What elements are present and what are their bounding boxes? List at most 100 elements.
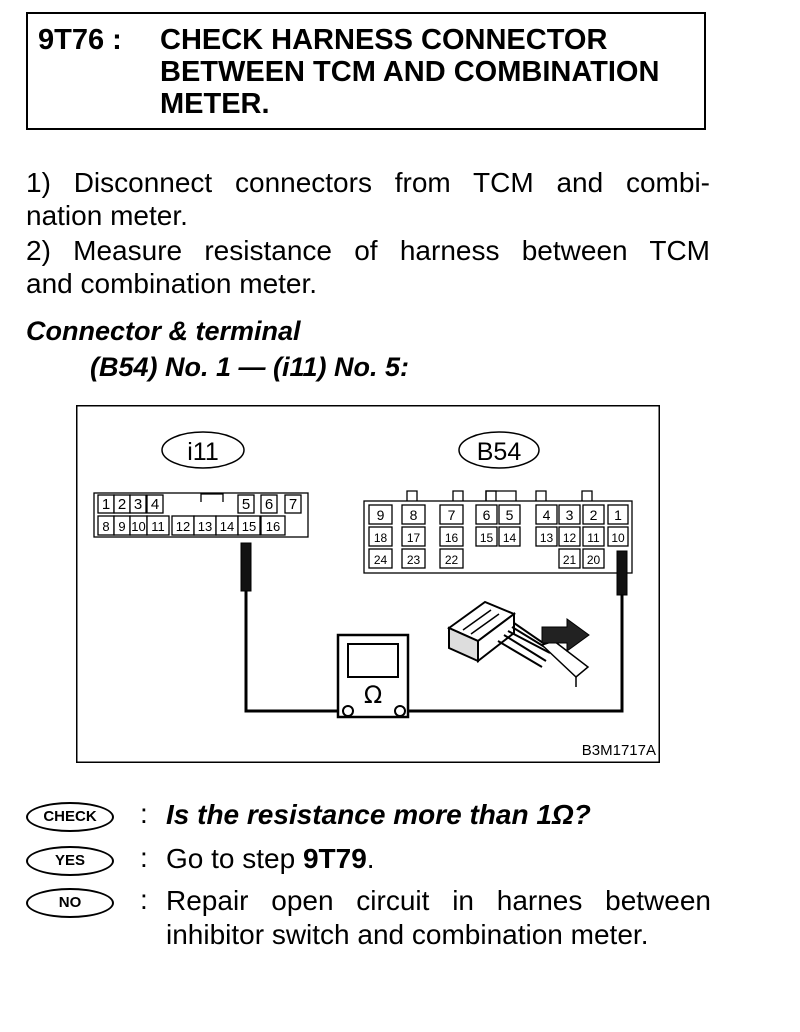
terminal-pin: 9	[113, 515, 131, 536]
pin-number: 4	[151, 496, 159, 513]
yes-text-prefix: Go to step	[166, 843, 303, 874]
pin-number: 15	[480, 531, 494, 545]
terminal-pin: 8	[401, 504, 426, 525]
pin-number: 11	[587, 531, 600, 545]
yes-step-link: 9T79	[302, 843, 367, 874]
figure-code: B3M1717A	[582, 742, 656, 759]
check-row: CHECK : Is the resistance more than 1Ω?	[26, 798, 716, 838]
terminal-pin: 7	[284, 494, 302, 514]
terminal-pin: 14	[215, 515, 239, 536]
pin-number: 18	[374, 531, 388, 545]
no-colon: :	[140, 884, 148, 915]
pin-number: 6	[483, 507, 491, 523]
terminal-pin: 2	[582, 504, 605, 525]
terminal-pin: 16	[260, 515, 286, 536]
ohm-meter: Ω	[336, 633, 410, 719]
yes-text-suffix: .	[366, 843, 375, 874]
instruction-2: 2) Measure resistance of harness between…	[26, 234, 710, 300]
no-text-line: Repair open circuit in harnes between	[166, 885, 711, 916]
terminal-pin: 9	[368, 504, 393, 525]
pin-number: 3	[566, 507, 574, 523]
terminal-pin: 22	[439, 548, 464, 569]
instruction-1: 1) Disconnect connectors from TCM and co…	[26, 166, 710, 232]
check-badge: CHECK	[26, 802, 114, 832]
b54-label-oval	[458, 431, 540, 469]
pin-number: 4	[543, 507, 551, 523]
instruction-line: nation meter.	[26, 200, 188, 231]
pin-number: 10	[131, 519, 145, 534]
no-text-line: inhibitor switch and combination meter.	[166, 919, 649, 950]
pin-number: 14	[503, 531, 517, 545]
terminal-pin: 4	[146, 494, 164, 514]
probe-wire-right	[408, 569, 624, 713]
terminal-pin: 20	[582, 548, 605, 569]
instruction-line: 1) Disconnect connectors from TCM and co…	[26, 167, 710, 198]
terminal-pin: 8	[97, 515, 115, 536]
title-line: METER.	[160, 88, 270, 120]
connector-heading: Connector & terminal	[26, 316, 301, 346]
pin-number: 20	[587, 553, 601, 567]
pin-number: 13	[198, 519, 212, 534]
terminal-pin: 16	[439, 526, 464, 547]
pin-number: 16	[445, 531, 459, 545]
pin-number: 22	[445, 553, 459, 567]
probe-left	[240, 542, 252, 592]
b54-label: B54	[477, 438, 522, 466]
terminal-pin: 1	[97, 494, 115, 514]
pin-number: 10	[611, 531, 625, 545]
ohm-symbol: Ω	[364, 681, 382, 709]
pin-number: 3	[134, 496, 142, 513]
pin-number: 7	[448, 507, 456, 523]
pin-number: 9	[377, 507, 385, 523]
terminal-pin: 10	[129, 515, 148, 536]
terminal-pin: 1	[607, 504, 629, 525]
pin-number: 21	[563, 553, 577, 567]
yes-colon: :	[140, 842, 148, 873]
title-line: BETWEEN TCM AND COMBINATION	[160, 56, 660, 88]
pin-number: 8	[102, 519, 109, 534]
no-badge: NO	[26, 888, 114, 918]
no-row: NO : Repair open circuit in harnes betwe…	[26, 884, 716, 956]
pin-number: 1	[102, 496, 110, 513]
arrow-icon	[541, 618, 590, 652]
terminal-pin: 5	[498, 504, 521, 525]
terminal-pin: 23	[401, 548, 426, 569]
pin-number: 12	[176, 519, 190, 534]
connector-illustration	[447, 600, 590, 687]
check-colon: :	[140, 798, 148, 829]
probe-wire-left	[244, 545, 338, 713]
terminal-pin: 3	[129, 494, 147, 514]
pin-number: 2	[118, 496, 126, 513]
terminal-pin: 13	[535, 526, 558, 547]
instruction-line: and combination meter.	[26, 268, 318, 299]
pin-number: 5	[242, 496, 250, 513]
terminal-pin: 10	[607, 526, 629, 547]
title-line: CHECK HARNESS CONNECTOR	[160, 24, 608, 56]
pin-number: 11	[151, 519, 165, 534]
terminal-pin: 17	[401, 526, 426, 547]
i11-label-oval	[161, 431, 245, 469]
pin-number: 6	[265, 496, 273, 513]
pin-number: 15	[242, 519, 256, 534]
terminal-pin: 15	[237, 515, 261, 536]
pin-number: 17	[407, 531, 421, 545]
terminal-pin: 18	[368, 526, 393, 547]
terminal-pin: 14	[498, 526, 521, 547]
no-text: Repair open circuit in harnes between in…	[166, 884, 711, 952]
terminal-pin: 24	[368, 548, 393, 569]
pin-number: 2	[590, 507, 598, 523]
step-id: 9T76 :	[38, 24, 122, 56]
step-title: CHECK HARNESS CONNECTOR BETWEEN TCM AND …	[160, 24, 700, 120]
step-header: 9T76 : CHECK HARNESS CONNECTOR BETWEEN T…	[26, 12, 706, 130]
pin-number: 8	[410, 507, 418, 523]
terminal-pin: 5	[237, 494, 255, 514]
pin-number: 5	[506, 507, 514, 523]
pin-number: 23	[407, 553, 421, 567]
pin-number: 12	[563, 531, 577, 545]
yes-badge: YES	[26, 846, 114, 876]
pin-number: 1	[614, 507, 622, 523]
terminal-pin: 2	[113, 494, 131, 514]
terminal-pin: 6	[475, 504, 498, 525]
terminal-pin: 4	[535, 504, 558, 525]
